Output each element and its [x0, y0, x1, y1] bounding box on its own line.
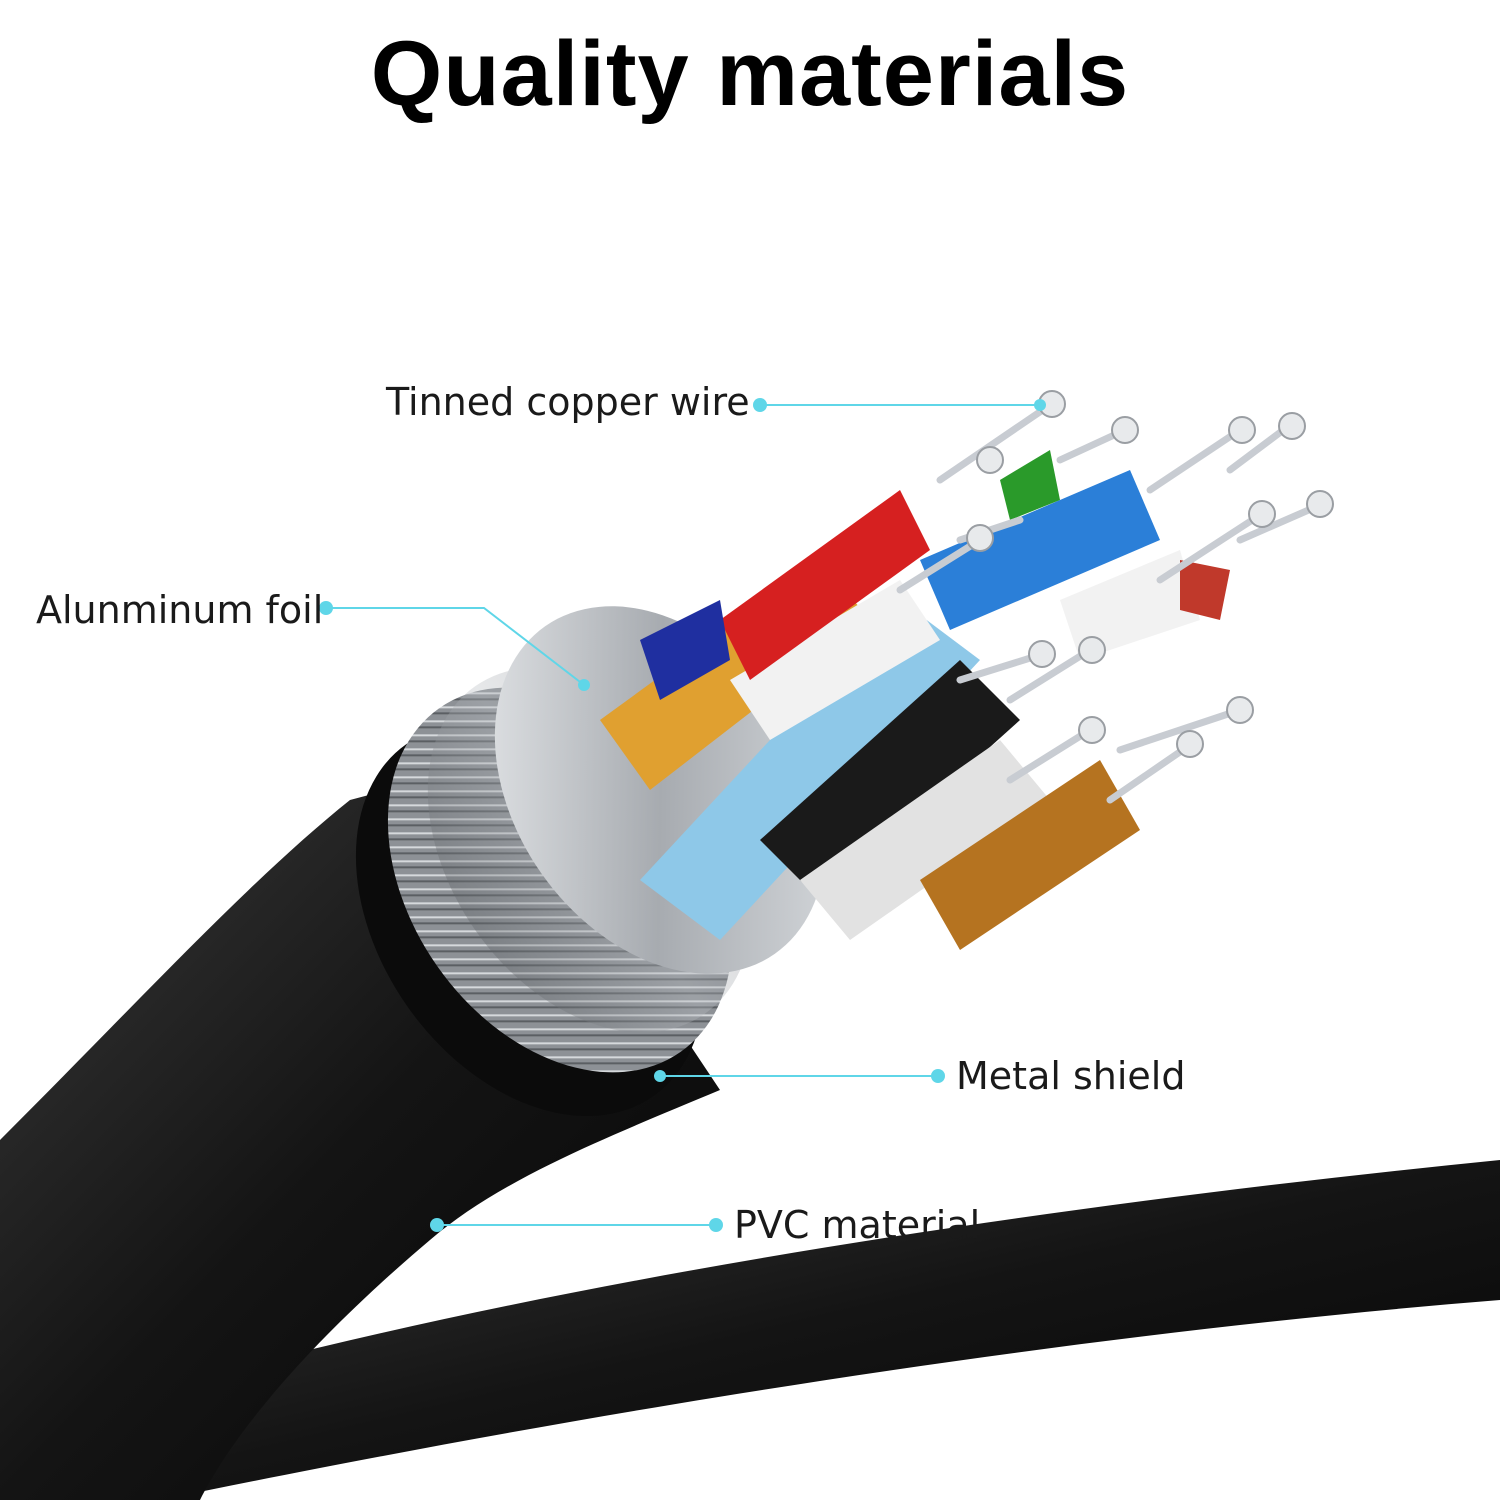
conductor-red — [720, 490, 930, 680]
conductor-white — [730, 580, 940, 740]
label-metal-shield: Metal shield — [956, 1054, 1186, 1098]
callout-dot — [1034, 399, 1046, 411]
insulated-conductors — [600, 450, 1230, 950]
conductor-light-blue — [640, 600, 980, 940]
lower-cable-jacket — [60, 1160, 1500, 1500]
label-aluminum-foil: Alunminum foil — [36, 588, 324, 632]
callout-dot — [319, 601, 333, 615]
callout-dot — [654, 1070, 666, 1082]
callout-dots — [319, 398, 1046, 1232]
conductor-navy — [640, 600, 730, 700]
callout-dot — [709, 1218, 723, 1232]
callout-lines — [326, 404, 1040, 1226]
callout-line-aluminum-foil — [326, 607, 585, 686]
conductor-brown — [920, 760, 1140, 950]
conductor-dark-red — [1180, 560, 1230, 620]
callout-dot — [753, 398, 767, 412]
callout-dot — [578, 679, 590, 691]
callout-dot — [931, 1069, 945, 1083]
copper-strands — [896, 401, 1324, 804]
callout-dot — [430, 1218, 444, 1232]
page-title: Quality materials — [370, 23, 1130, 125]
conductor-green — [1000, 450, 1060, 520]
conductor-grey-white — [800, 740, 1050, 940]
conductor-black — [760, 660, 1020, 900]
label-pvc-material: PVC material — [734, 1203, 981, 1247]
conductor-blue — [920, 470, 1160, 630]
label-tinned-copper-wire: Tinned copper wire — [386, 380, 750, 424]
